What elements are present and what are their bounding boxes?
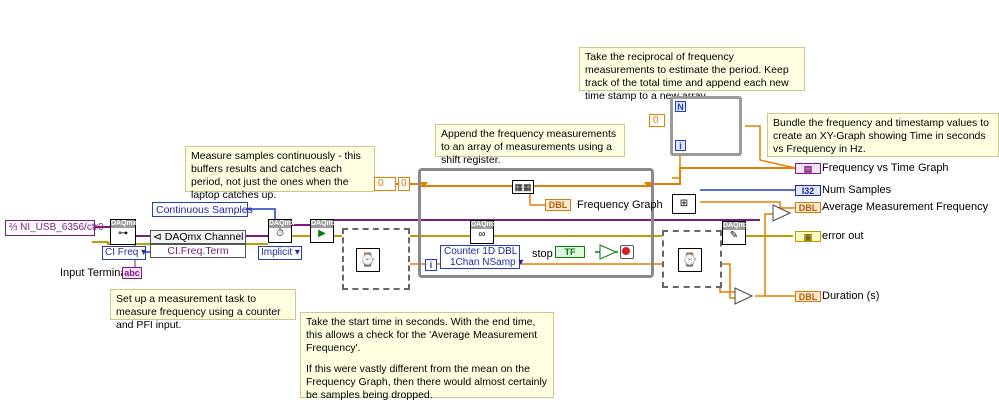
daqmx-timing-vi[interactable]: DAQmx ⏱ <box>268 219 295 243</box>
chevron-down-icon: ▾ <box>518 257 524 268</box>
array-wire <box>650 167 795 185</box>
frequency-graph-terminal[interactable]: DBL <box>545 199 571 211</box>
counter-icon: ⊶ <box>118 228 128 239</box>
play-icon: ▶ <box>318 228 326 239</box>
array-wire <box>745 125 796 169</box>
divide-function <box>772 204 792 222</box>
frequency-graph-label: Frequency Graph <box>577 199 663 211</box>
physical-channel-constant[interactable]: ⅔ NI_USB_6356/ctr0 <box>5 220 104 236</box>
daqmx-clear-task-vi[interactable]: DAQmx ✎ <box>722 221 749 245</box>
while-loop-iteration-terminal: i <box>425 259 437 271</box>
duration-wire <box>764 213 773 296</box>
empty-array-value: 0 <box>401 178 407 189</box>
comment-start-time-p1: Take the start time in seconds. With the… <box>306 316 538 354</box>
physical-channel-value: NI_USB_6356/ctr0 <box>20 222 104 233</box>
ci-freq-selector[interactable]: CI Freq ▾ <box>102 246 146 260</box>
stop-label: stop <box>532 248 553 260</box>
input-terminal-label: Input Terminal <box>60 267 129 279</box>
daqmx-channel-property-node[interactable]: ⊲ DAQmx Channel <box>150 230 246 244</box>
daqmx-read-vi[interactable]: DAQmx ∞ <box>470 220 497 244</box>
daqmx-create-channel-vi[interactable]: DAQmx ⊶ <box>110 219 137 245</box>
bundle-icon: ⊞ <box>679 198 689 209</box>
error-cluster-icon: ▣ <box>803 232 813 242</box>
comment-bundle: Bundle the frequency and timestamp value… <box>767 113 999 157</box>
zero-constant-value: 0 <box>378 178 384 189</box>
tick-count-vi[interactable]: ⌚ <box>678 248 702 272</box>
comment-start-time: Take the start time in seconds. With the… <box>300 312 554 401</box>
build-array-function[interactable]: ▦▦ <box>512 180 534 194</box>
avg-meas-freq-label: Average Measurement Frequency <box>822 201 989 213</box>
counter-read-selector[interactable]: Counter 1D DBL 1Chan NSamp ▾ <box>440 245 524 269</box>
chevron-down-icon: ▾ <box>294 247 300 258</box>
duration-terminal[interactable]: DBL <box>795 291 821 302</box>
tick-count-vi[interactable]: ⌚ <box>356 248 380 272</box>
sequence-frame-end: ⌚ <box>662 230 722 288</box>
daqmx-header: DAQmx <box>471 221 497 229</box>
daqmx-start-task-vi[interactable]: DAQmx ▶ <box>310 219 337 243</box>
continuous-samples-constant[interactable]: Continuous Samples <box>152 202 253 217</box>
timer-icon: ⌚ <box>681 252 699 267</box>
freq-vs-time-terminal[interactable]: ▤ <box>795 163 821 174</box>
build-array-icon: ▦▦ <box>514 182 532 192</box>
counter-read-label: Counter 1D DBL <box>444 246 518 257</box>
implicit-selector[interactable]: Implicit ▾ <box>258 246 302 260</box>
comment-setup: Set up a measurement task to measure fre… <box>110 289 296 331</box>
ci-freq-label: CI Freq <box>105 247 139 258</box>
error-out-terminal[interactable]: ▣ <box>795 231 821 242</box>
zero-constant[interactable]: 0 <box>374 177 396 191</box>
property-node-icon: ⊲ <box>153 231 162 243</box>
stop-icon <box>622 247 630 255</box>
while-loop: i <box>418 168 654 278</box>
array-wire <box>700 201 795 209</box>
time-init-constant[interactable]: 0 <box>649 114 665 127</box>
comment-continuous: Measure samples continuously - this buff… <box>185 146 375 201</box>
for-loop-count-terminal: N <box>675 101 686 112</box>
num-samples-label: Num Samples <box>822 184 892 196</box>
comment-start-time-p2: If this were vastly different from the m… <box>306 363 548 401</box>
daqmx-header: DAQmx <box>269 220 295 228</box>
subtract-function <box>734 287 754 305</box>
duration-label: Duration (s) <box>822 290 880 302</box>
shift-register-right <box>644 182 652 188</box>
shift-register-left <box>420 182 428 188</box>
or-function <box>599 244 618 260</box>
daqmx-channel-label: DAQmx Channel <box>164 231 244 243</box>
timer-icon: ⌚ <box>359 252 377 267</box>
daqmx-header: DAQmx <box>111 220 137 228</box>
bundle-function[interactable]: ⊞ <box>672 194 696 214</box>
counter-read-sub: 1Chan NSamp <box>450 257 516 268</box>
for-loop-iteration-terminal: i <box>675 140 686 151</box>
error-out-label: error out <box>822 230 864 242</box>
chevron-down-icon: ▾ <box>141 247 147 258</box>
glasses-icon: ∞ <box>478 229 486 240</box>
time-init-value: 0 <box>653 115 659 126</box>
sequence-frame-start: ⌚ <box>342 228 410 290</box>
freq-vs-time-label: Frequency vs Time Graph <box>822 162 949 174</box>
ci-freq-term-property[interactable]: CI.Freq.Term <box>150 244 246 258</box>
physical-channel-icon: ⅔ <box>9 222 21 233</box>
implicit-label: Implicit <box>261 247 293 258</box>
empty-array-constant[interactable]: 0 <box>398 177 410 191</box>
comment-reciprocal: Take the reciprocal of frequency measure… <box>579 47 805 102</box>
comment-append: Append the frequency measurements to an … <box>435 124 625 166</box>
num-samples-terminal[interactable]: I32 <box>795 185 821 196</box>
stop-button-terminal[interactable]: TF <box>555 246 585 258</box>
input-terminal-control[interactable]: abc <box>122 267 142 279</box>
avg-meas-freq-terminal[interactable]: DBL <box>795 202 821 213</box>
daqmx-header: DAQmx <box>723 222 749 230</box>
for-loop: N i <box>670 96 742 156</box>
daqmx-header: DAQmx <box>311 220 337 228</box>
stop-condition-terminal <box>620 245 634 259</box>
eraser-icon: ✎ <box>729 230 739 241</box>
clock-icon: ⏱ <box>276 228 284 239</box>
xy-graph-icon: ▤ <box>803 164 813 174</box>
